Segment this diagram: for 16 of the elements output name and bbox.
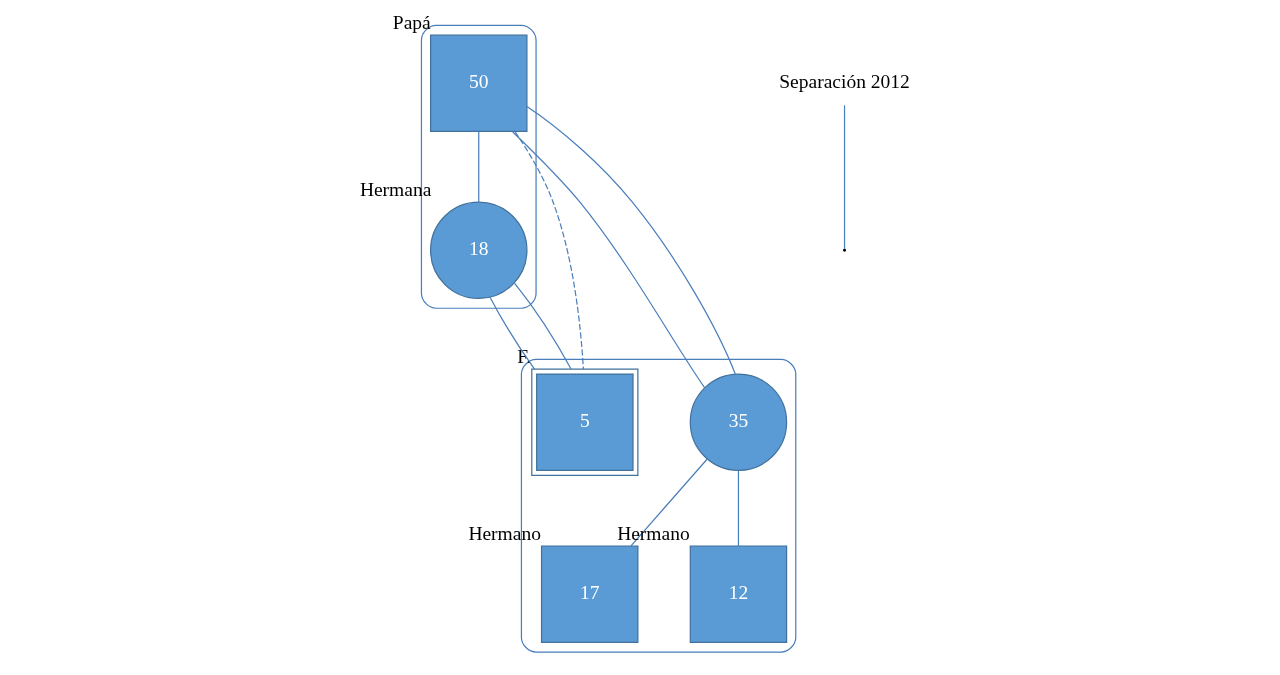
node-text: Separación 2012: [779, 70, 910, 92]
connector: [737, 470, 740, 547]
node-circle: 35: [689, 373, 788, 471]
connector: [514, 131, 584, 370]
node-box: 5: [531, 368, 639, 476]
connector: [489, 296, 536, 370]
connector: [478, 131, 480, 203]
connector: [526, 105, 736, 375]
node-box: 50: [429, 34, 528, 133]
node-box: 12: [689, 545, 788, 643]
node-label: Papá: [392, 11, 431, 33]
node-circle: 18: [429, 201, 528, 300]
connector: [513, 282, 572, 370]
node-box: 17: [540, 545, 639, 643]
connector: [512, 131, 706, 389]
connector: [843, 104, 846, 250]
